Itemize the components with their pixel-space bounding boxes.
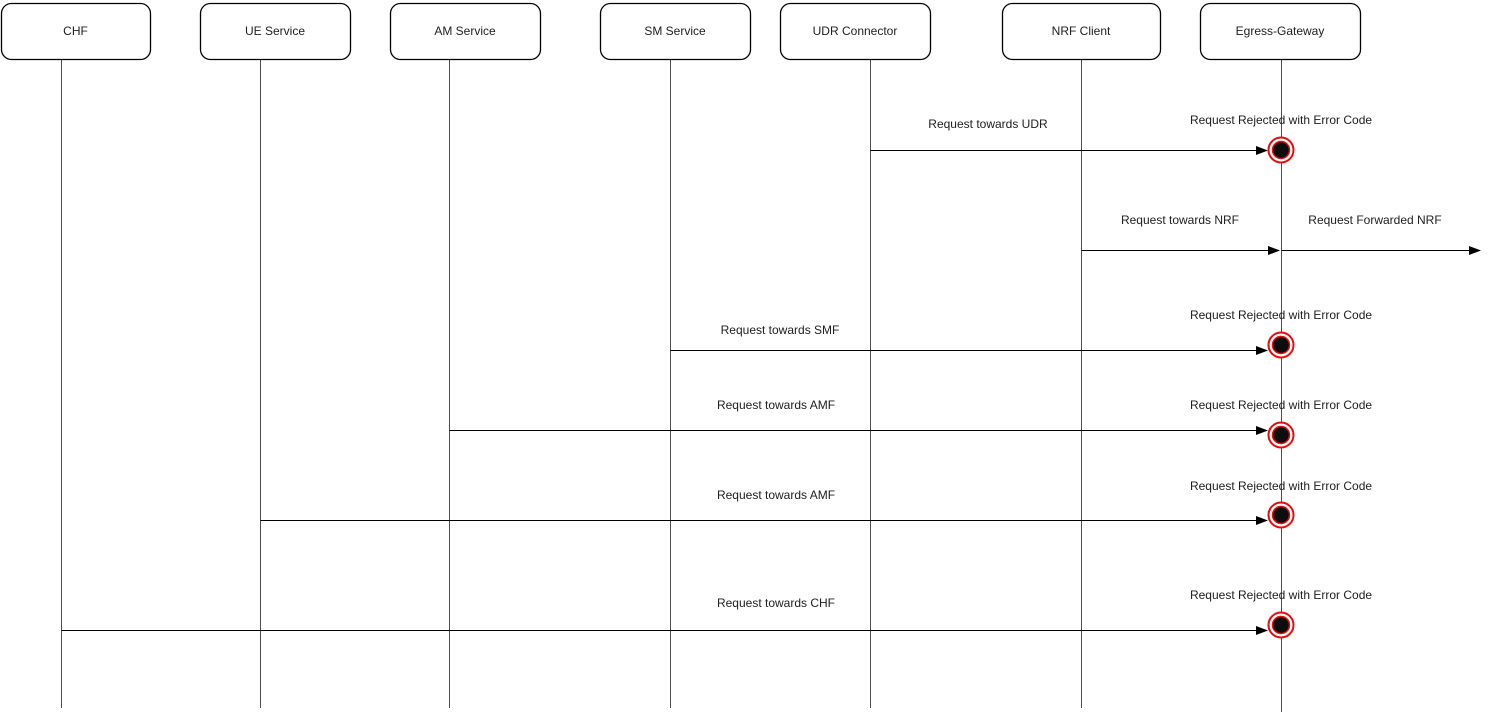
- error-label-rejected-amf-1: Request Rejected with Error Code: [1190, 398, 1372, 412]
- error-dot-icon-rejected-amf-1: [1271, 425, 1291, 445]
- actor-label-ue-service: UE Service: [245, 24, 305, 38]
- error-dot-icon-rejected-chf: [1271, 615, 1291, 635]
- actor-box-egress-gateway: [1199, 2, 1362, 61]
- error-label-rejected-amf-2: Request Rejected with Error Code: [1190, 479, 1372, 493]
- error-dot-icon-rejected-udr: [1271, 140, 1291, 160]
- actor-label-udr-connector: UDR Connector: [813, 24, 898, 38]
- actor-box-sm-service: [599, 2, 752, 61]
- message-label-msg-towards-smf: Request towards SMF: [721, 323, 840, 337]
- message-label-msg-towards-nrf: Request towards NRF: [1121, 213, 1239, 227]
- actor-label-chf: CHF: [63, 24, 88, 38]
- message-label-msg-towards-chf: Request towards CHF: [717, 596, 835, 610]
- actor-label-nrf-client: NRF Client: [1052, 24, 1111, 38]
- actor-label-egress-gateway: Egress-Gateway: [1236, 24, 1325, 38]
- message-label-msg-towards-amf-1: Request towards AMF: [717, 398, 835, 412]
- error-dot-icon-rejected-amf-2: [1271, 505, 1291, 525]
- actor-box-udr-connector: [779, 2, 932, 61]
- message-label-msg-forwarded-nrf: Request Forwarded NRF: [1308, 213, 1441, 227]
- actor-box-chf: [0, 2, 152, 61]
- error-dot-icon-rejected-smf: [1271, 335, 1291, 355]
- message-label-msg-towards-udr: Request towards UDR: [928, 117, 1048, 131]
- actor-box-am-service: [389, 2, 542, 61]
- error-label-rejected-smf: Request Rejected with Error Code: [1190, 308, 1372, 322]
- error-label-rejected-chf: Request Rejected with Error Code: [1190, 588, 1372, 602]
- actor-label-sm-service: SM Service: [644, 24, 706, 38]
- error-label-rejected-udr: Request Rejected with Error Code: [1190, 113, 1372, 127]
- actor-box-ue-service: [199, 2, 352, 61]
- actor-label-am-service: AM Service: [434, 24, 496, 38]
- actor-box-nrf-client: [1001, 2, 1162, 61]
- message-label-msg-towards-amf-2: Request towards AMF: [717, 488, 835, 502]
